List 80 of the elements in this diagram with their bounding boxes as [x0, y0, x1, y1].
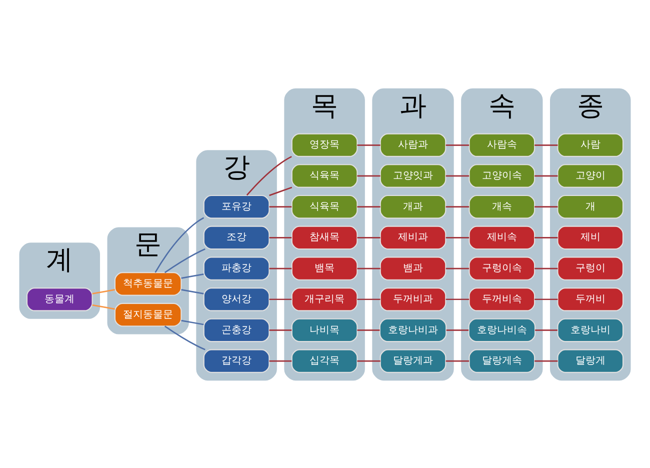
connector	[269, 329, 292, 330]
node-box: 십각목	[291, 348, 358, 372]
connector	[446, 206, 470, 208]
node-box: 사람	[557, 132, 624, 157]
node-box: 식육목	[291, 194, 358, 218]
node-box: 제비속	[468, 225, 536, 250]
node-box: 양서강	[203, 286, 270, 311]
node-box: 절지동물문	[114, 302, 182, 326]
node-box: 달랑게	[557, 348, 624, 372]
node-box: 척추동물문	[114, 272, 182, 296]
connector	[269, 298, 292, 300]
node-box: 개과	[380, 194, 446, 218]
connector	[269, 360, 292, 362]
connector	[181, 288, 204, 294]
node-box: 달랑게과	[380, 348, 446, 372]
connector	[534, 298, 558, 300]
connector	[357, 174, 380, 176]
connector	[446, 144, 470, 146]
node-box: 제비과	[380, 225, 446, 250]
node-box: 두꺼비과	[380, 286, 446, 311]
connector	[446, 236, 470, 238]
connector	[154, 216, 204, 272]
connector	[446, 329, 469, 330]
node-box: 개	[557, 194, 624, 218]
connector	[534, 236, 558, 238]
node-box: 호랑나비과	[379, 318, 447, 342]
connector	[357, 360, 380, 362]
node-box: 사람과	[380, 132, 446, 157]
node-box: 고양잇과	[380, 164, 446, 188]
node-box: 구렁이속	[468, 256, 536, 280]
connector	[269, 206, 292, 208]
node-box: 고양이속	[468, 164, 536, 188]
connector	[446, 267, 470, 269]
node-box: 곤충강	[203, 318, 270, 342]
node-box: 구렁이	[557, 256, 624, 280]
connector	[534, 206, 558, 208]
node-box: 식육목	[291, 164, 358, 188]
connector	[269, 186, 292, 196]
node-box: 두꺼비속	[468, 286, 536, 311]
connector	[357, 267, 380, 269]
connector	[269, 267, 292, 269]
connector	[269, 236, 292, 238]
node-box: 호랑나비속	[468, 318, 536, 342]
node-box: 두꺼비	[557, 286, 624, 311]
connector	[357, 206, 380, 208]
node-box: 포유강	[203, 194, 270, 218]
connector	[164, 248, 206, 273]
node-box: 나비목	[291, 318, 358, 342]
node-box: 영장목	[291, 132, 358, 157]
connector	[534, 144, 558, 146]
node-box: 갑각강	[203, 348, 270, 372]
node-box: 뱀목	[291, 256, 358, 280]
connector	[446, 298, 470, 300]
node-box: 달랑게속	[468, 348, 536, 372]
node-box: 제비	[557, 225, 624, 250]
connector	[534, 360, 558, 362]
connector	[535, 329, 558, 330]
node-box: 참새목	[291, 225, 358, 250]
connector	[446, 174, 470, 176]
node-box: 고양이	[557, 164, 624, 188]
connector	[357, 298, 380, 300]
connector	[181, 273, 204, 278]
connector	[92, 304, 115, 310]
connector	[181, 319, 204, 325]
node-box: 개속	[468, 194, 536, 218]
node-box: 동물계	[26, 286, 93, 311]
connector	[534, 267, 558, 269]
node-box: 조강	[203, 225, 270, 250]
node-box: 개구리목	[291, 286, 358, 311]
node-box: 파충강	[203, 256, 270, 280]
node-box: 뱀과	[380, 256, 446, 280]
connector	[357, 329, 380, 330]
connector	[446, 360, 470, 362]
connector	[164, 325, 206, 350]
node-box: 사람속	[468, 132, 536, 157]
connector	[357, 236, 380, 238]
connector	[534, 174, 558, 176]
connector	[92, 288, 115, 294]
node-box: 호랑나비	[557, 318, 624, 342]
connector	[357, 144, 380, 146]
